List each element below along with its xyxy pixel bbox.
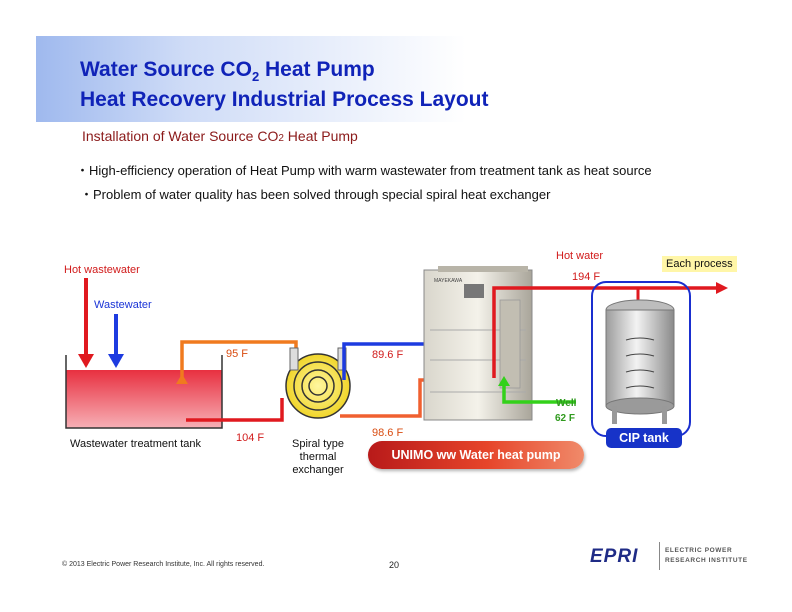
heat-pump-unit: MAYEKAWA — [423, 266, 533, 421]
logo-text-line2: RESEARCH INSTITUTE — [665, 557, 748, 564]
temp-194-label: 194 F — [572, 271, 601, 283]
subtitle-text-rest: Heat Pump — [283, 128, 358, 144]
temp-89-6-label: 89.6 F — [372, 349, 404, 361]
well-water-line — [498, 376, 576, 404]
logo-divider — [659, 542, 660, 570]
wastewater-tank-label: Wastewater treatment tank — [70, 438, 202, 450]
svg-text:MAYEKAWA: MAYEKAWA — [434, 278, 463, 284]
spiral-exchanger-label: Spiral type thermal exchanger — [281, 438, 355, 477]
copyright-text: © 2013 Electric Power Research Institute… — [62, 561, 265, 568]
slide-title-line2: Heat Recovery Industrial Process Layout — [80, 88, 489, 111]
spiral-heat-exchanger — [285, 347, 351, 419]
temp-95-label: 95 F — [226, 348, 249, 360]
temp-104-label: 104 F — [236, 432, 265, 444]
well-label: Well — [556, 398, 577, 409]
title-band — [36, 36, 466, 122]
epri-logo: EPRI — [590, 546, 639, 567]
each-process-label: Each process — [662, 256, 737, 272]
title-text-rest: Heat Pump — [259, 58, 375, 81]
wastewater-tank — [65, 355, 223, 429]
spiral-label-line2: thermal — [299, 451, 337, 463]
bullet-2: ・Problem of water quality has been solve… — [80, 187, 551, 202]
hot-wastewater-label: Hot wastewater — [64, 264, 140, 276]
logo-text-line1: ELECTRIC POWER — [665, 547, 733, 554]
wastewater-arrow — [108, 314, 124, 368]
bullet-1: ・High-efficiency operation of Heat Pump … — [76, 163, 652, 178]
title-subscript: 2 — [251, 69, 260, 85]
wastewater-label: Wastewater — [94, 299, 152, 311]
heat-pump-label: UNIMO ww Water heat pump — [368, 441, 584, 469]
hot-supply-line — [186, 398, 284, 422]
subtitle-subscript: 2 — [278, 133, 284, 144]
cip-tank-label: CIP tank — [606, 428, 682, 448]
hot-water-label: Hot water — [556, 250, 604, 262]
hot-wastewater-arrow — [78, 278, 94, 368]
temp-62-label: 62 F — [555, 413, 576, 424]
subtitle-text: Installation of Water Source CO — [82, 128, 279, 144]
cip-tank — [591, 281, 691, 437]
spiral-label-line1: Spiral type — [292, 438, 344, 450]
title-text: Water Source CO — [80, 58, 252, 81]
temp-98-6-label: 98.6 F — [372, 427, 404, 439]
spiral-label-line3: exchanger — [292, 464, 344, 476]
page-number: 20 — [389, 560, 400, 570]
slide-title-line1: Water Source CO2 Heat Pump — [80, 58, 375, 84]
section-subtitle: Installation of Water Source CO2 Heat Pu… — [82, 128, 358, 144]
